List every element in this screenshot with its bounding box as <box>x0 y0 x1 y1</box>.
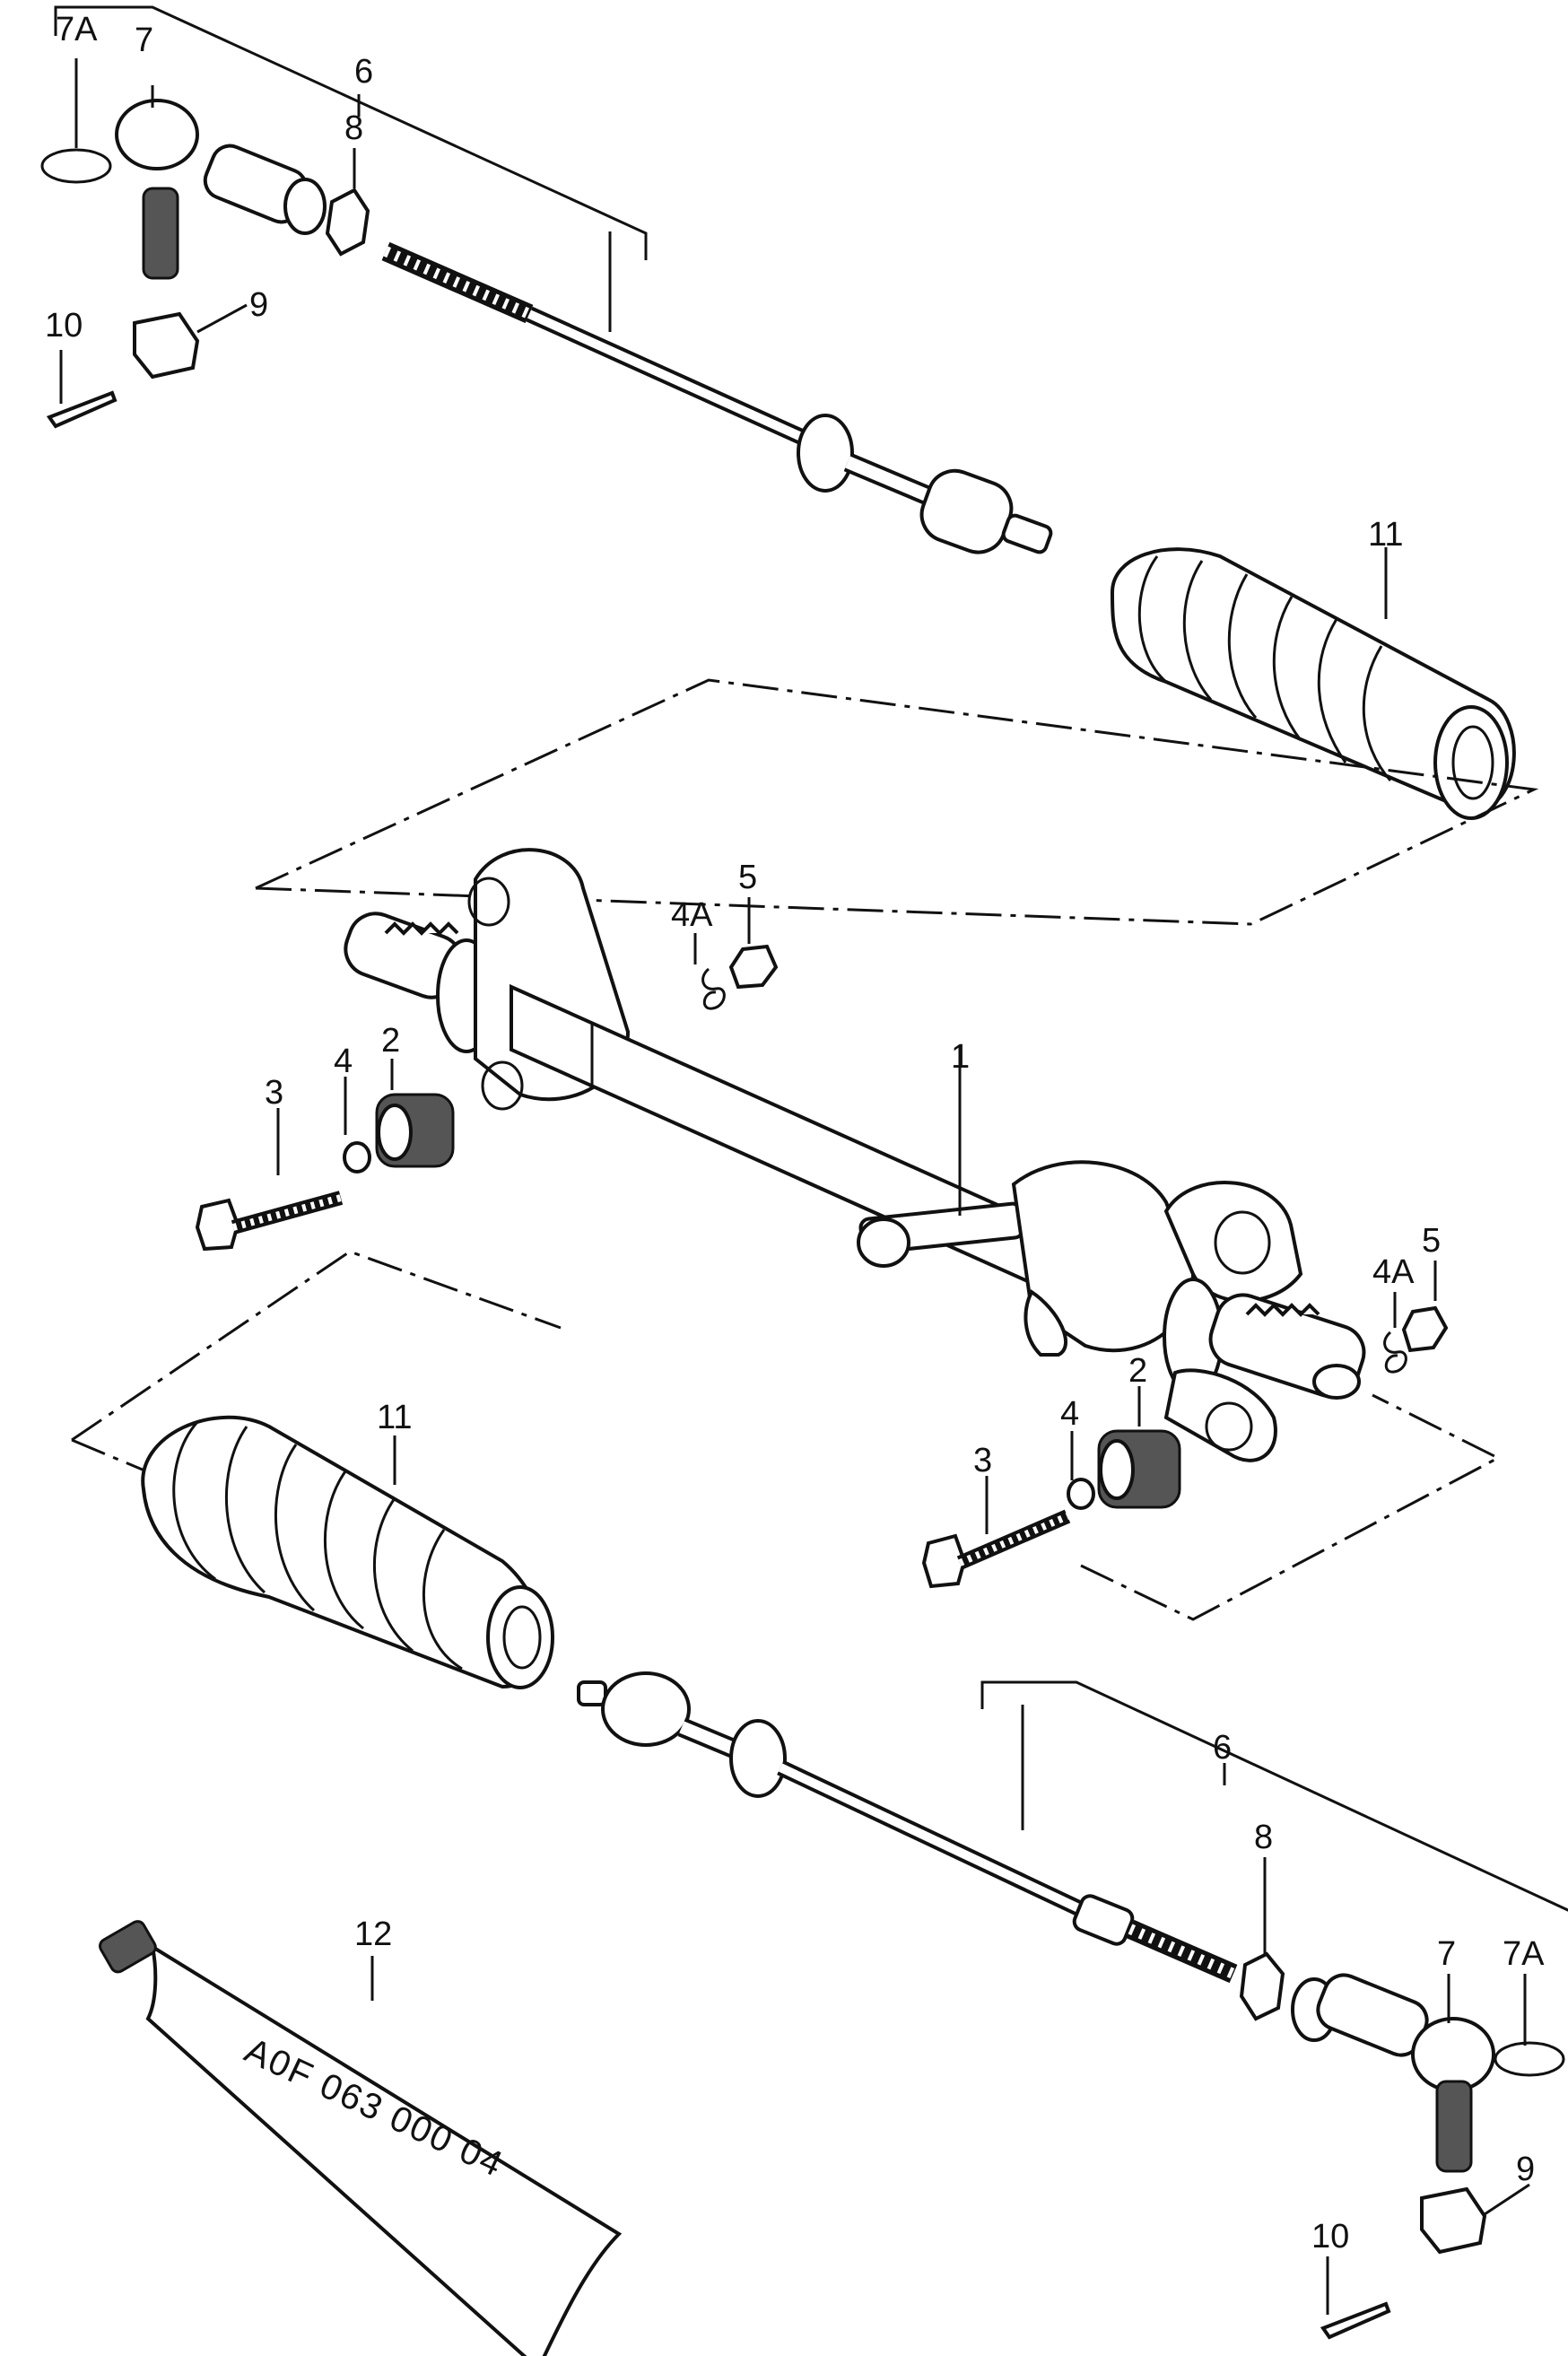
clip-upper-icon <box>701 967 726 1010</box>
bolt-left-icon <box>195 1191 344 1252</box>
callout-labels: 7 7A 6 8 9 10 11 4A 5 1 3 4 2 5 4A 3 4 2… <box>45 11 1545 2256</box>
label-circlip-lower: 7A <box>1503 1935 1545 1973</box>
split-pin-upper-icon <box>46 390 118 429</box>
label-bolt-lower: 3 <box>973 1442 992 1479</box>
bolt-right-icon <box>921 1509 1071 1589</box>
castle-nut-upper-icon <box>133 311 200 380</box>
label-tie-rod-end-upper: 7 <box>135 22 153 59</box>
label-clip-upper: 4A <box>671 896 713 934</box>
label-castle-nut-lower: 9 <box>1516 2151 1535 2188</box>
label-rack-housing: 1 <box>951 1038 970 1076</box>
label-washer-lower: 4 <box>1060 1395 1079 1433</box>
label-nut-upper: 5 <box>738 859 757 896</box>
grease-tube-icon <box>99 1920 623 2356</box>
boot-upper-icon <box>1110 547 1516 820</box>
label-bolt-upper: 3 <box>265 1074 283 1112</box>
clip-lower-icon <box>1383 1331 1407 1374</box>
label-clip-lower: 4A <box>1372 1253 1415 1291</box>
clip-nut-upper <box>693 897 779 1010</box>
label-bush-lower: 2 <box>1128 1352 1147 1390</box>
washer-right-icon <box>1067 1478 1095 1510</box>
tie-rod-assembly-lower <box>577 1671 1568 2340</box>
label-tie-rod-lower: 6 <box>1213 1729 1232 1767</box>
tie-rod-assembly-upper <box>40 5 1053 554</box>
bush-right-icon <box>1097 1429 1181 1509</box>
tie-rod-end-upper-icon <box>115 99 327 280</box>
label-lock-nut-upper: 8 <box>344 109 363 147</box>
label-split-pin-upper: 10 <box>45 307 83 345</box>
lock-nut-lower-icon <box>1239 1951 1285 2021</box>
label-tie-rod-end-lower: 7 <box>1437 1935 1456 1973</box>
label-split-pin-lower: 10 <box>1311 2218 1349 2256</box>
tie-rod-lower-icon <box>577 1671 1238 1984</box>
washer-left-icon <box>343 1141 371 1174</box>
label-grease-tube: 12 <box>354 1915 392 1953</box>
split-pin-lower-icon <box>1320 2301 1391 2340</box>
label-boot-upper: 11 <box>1368 516 1403 554</box>
label-nut-lower: 5 <box>1422 1222 1441 1260</box>
castle-nut-lower-icon <box>1420 2186 1487 2255</box>
label-castle-nut-upper: 9 <box>249 286 268 324</box>
label-bush-upper: 2 <box>381 1022 400 1060</box>
label-washer-upper: 4 <box>334 1043 353 1080</box>
rack-housing-icon <box>344 848 1366 1462</box>
lock-nut-upper-icon <box>325 188 370 257</box>
label-circlip-upper: 7A <box>56 11 98 48</box>
bush-left-icon <box>375 1093 455 1168</box>
nut-lower-icon <box>1401 1305 1449 1353</box>
mount-hardware-right <box>921 1261 1449 1589</box>
circlip-lower-icon <box>1494 2041 1565 2077</box>
label-boot-lower: 11 <box>377 1399 412 1436</box>
tie-rod-end-lower-icon <box>1291 1973 1495 2173</box>
circlip-upper-icon <box>40 148 112 184</box>
label-lock-nut-lower: 8 <box>1254 1819 1273 1856</box>
boot-lower-icon <box>141 1415 554 1689</box>
mount-hardware-left <box>195 1059 455 1252</box>
tie-rod-upper-icon <box>381 241 1053 554</box>
nut-upper-icon <box>728 944 779 990</box>
label-tie-rod-upper: 6 <box>354 53 373 91</box>
